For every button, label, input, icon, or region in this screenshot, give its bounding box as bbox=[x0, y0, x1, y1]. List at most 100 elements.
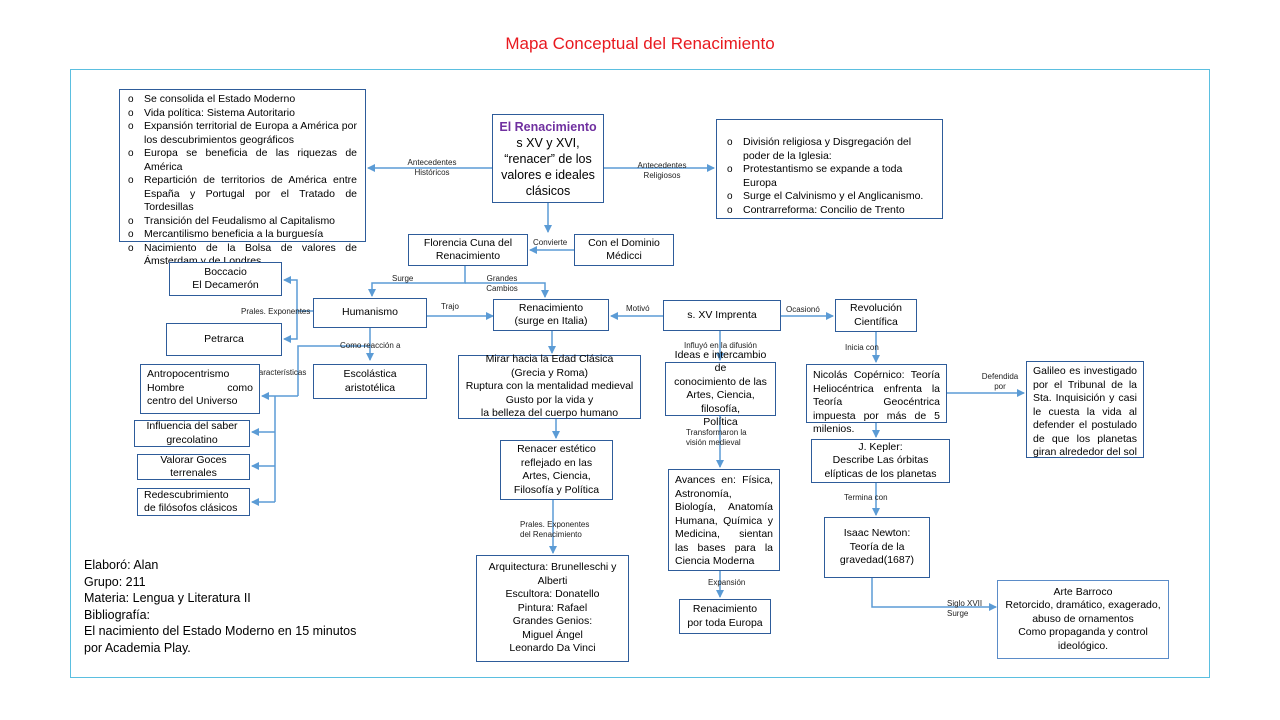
label-line: Grandes bbox=[486, 274, 518, 283]
box-line: Valorar Goces bbox=[160, 453, 227, 466]
box-line: Hombre como bbox=[147, 381, 253, 394]
renacer-estetico-box: Renacer estético reflejado en las Artes,… bbox=[500, 440, 613, 500]
box-line: conocimiento de las bbox=[674, 375, 767, 388]
box-line: terrenales bbox=[170, 467, 217, 479]
medicci-box: Con el Dominio Médicci bbox=[574, 234, 674, 266]
box-line: Científica bbox=[854, 315, 898, 328]
box-line: Antropocentrismo bbox=[147, 368, 230, 380]
label-line: Cambios bbox=[486, 283, 518, 293]
box-line: grecolatino bbox=[166, 433, 218, 446]
line-humanismo-caracteristicas bbox=[297, 345, 370, 396]
list-item: Transición del Feudalismo al Capitalismo bbox=[128, 215, 357, 229]
influencia-box: Influencia del saber grecolatino bbox=[134, 420, 250, 447]
box-line: por toda Europa bbox=[687, 616, 763, 629]
box-line: Gusto por la vida y bbox=[505, 393, 594, 406]
box-line: Alberti bbox=[537, 574, 568, 587]
credits-block: Elaboró: Alan Grupo: 211 Materia: Lengua… bbox=[84, 557, 356, 656]
box-line: de filósofos clásicos bbox=[144, 502, 238, 514]
convierte-label: Convierte bbox=[533, 238, 568, 247]
motivo-label: Motivó bbox=[626, 304, 650, 313]
label-line: Siglo XVII bbox=[947, 599, 983, 608]
surge-label: Surge bbox=[392, 274, 414, 283]
credits-line: Elaboró: Alan bbox=[84, 558, 159, 572]
boccacio-box: Boccacio El Decamerón bbox=[169, 262, 282, 296]
list-item: Repartición de territorios de América en… bbox=[128, 174, 357, 215]
credits-line: Bibliografía: bbox=[84, 607, 151, 622]
avances-box: Avances en: Física, Astronomía, Biología… bbox=[668, 469, 780, 571]
antecedentes-historicos-list: Se consolida el Estado ModernoVida polít… bbox=[126, 93, 357, 269]
center-line: valores e ideales bbox=[501, 167, 595, 182]
box-text: Nicolás Copérnico: Teoría Heliocéntrica … bbox=[813, 369, 940, 435]
list-item: Protestantismo se expande a toda Europa bbox=[727, 163, 934, 190]
page-title: Mapa Conceptual del Renacimiento bbox=[505, 34, 775, 53]
siglo-xvii-label: Siglo XVII Surge bbox=[947, 599, 982, 618]
transformaron-label: Transformaron la visión medieval bbox=[686, 428, 747, 447]
inicia-con-label: Inicia con bbox=[845, 343, 879, 352]
prales-exponentes-label: Prales. Exponentes bbox=[241, 307, 311, 316]
box-line: la belleza del cuerpo humano bbox=[480, 407, 619, 420]
box-line: Retorcido, dramático, exagerado, bbox=[1005, 599, 1161, 612]
arrow-newton-barroco bbox=[871, 578, 997, 611]
termina-con-label: Termina con bbox=[844, 493, 888, 502]
escolastica-box: Escolástica aristotélica bbox=[313, 364, 427, 399]
box-line: Escultora: Donatello bbox=[505, 588, 600, 601]
box-line: Miguel Ángel bbox=[522, 628, 583, 641]
arte-barroco-box: Arte Barroco Retorcido, dramático, exage… bbox=[997, 580, 1169, 659]
box-line: Humanismo bbox=[341, 306, 399, 319]
box-line: Grandes Genios: bbox=[512, 615, 593, 628]
mirar-edad-clasica-box: Mirar hacia la Edad Clásica (Grecia y Ro… bbox=[458, 353, 641, 420]
expansion-label: Expansión bbox=[708, 578, 746, 587]
box-line: Leonardo Da Vinci bbox=[509, 642, 596, 655]
list-item: División religiosa y Disgregación del po… bbox=[727, 136, 934, 163]
box-line: Con el Dominio bbox=[588, 236, 660, 249]
arrow-humanismo-boccacio bbox=[283, 276, 313, 312]
galileo-box: Galileo es investigado por el Tribunal d… bbox=[1026, 361, 1144, 458]
map-frame bbox=[70, 69, 1210, 678]
revolucion-cientifica-box: Revolución Científica bbox=[835, 299, 917, 332]
box-line: elípticas de los planetas bbox=[824, 467, 937, 480]
exponentes-box: Arquitectura: Brunelleschi y Alberti Esc… bbox=[476, 555, 629, 662]
label-line: Históricos bbox=[414, 167, 450, 177]
list-item: Se consolida el Estado Moderno bbox=[128, 93, 357, 107]
imprenta-box: s. XV Imprenta bbox=[663, 300, 781, 331]
box-line: El Decamerón bbox=[192, 279, 259, 291]
antecedentes-religiosos-label: Antecedentes Religiosos bbox=[630, 161, 694, 180]
list-item: Mercantilismo beneficia a la burguesía bbox=[128, 228, 357, 242]
antropocentrismo-box: Antropocentrismo Hombre como centro del … bbox=[140, 364, 260, 414]
florencia-box: Florencia Cuna del Renacimiento bbox=[408, 234, 528, 266]
list-item: Vida política: Sistema Autoritario bbox=[128, 107, 357, 121]
center-line: clásicos bbox=[525, 183, 571, 198]
label-line: Prales. Exponentes bbox=[520, 520, 590, 529]
antecedentes-religiosos-box: División religiosa y Disgregación del po… bbox=[716, 119, 943, 219]
box-text: Avances en: Física, Astronomía, Biología… bbox=[675, 474, 773, 567]
arrow-florencia-renacimiento bbox=[465, 282, 549, 298]
box-line: Artes, Ciencia, bbox=[522, 470, 591, 482]
ideas-box: Ideas e intercambio de conocimiento de l… bbox=[665, 349, 776, 428]
el-renacimiento-box: El Renacimiento s XV y XVI, “renacer” de… bbox=[492, 114, 604, 203]
antecedentes-religiosos-list: División religiosa y Disgregación del po… bbox=[725, 136, 934, 217]
influyo-label: Influyó en la difusión bbox=[684, 341, 757, 350]
box-line: Influencia del saber bbox=[146, 420, 238, 432]
label-line: por bbox=[994, 381, 1006, 391]
box-line: Arte Barroco bbox=[1053, 585, 1113, 598]
como-reaccion-label: Como reacción a bbox=[340, 341, 401, 350]
box-line: Revolución bbox=[850, 302, 902, 314]
goces-box: Valorar Goces terrenales bbox=[137, 454, 250, 480]
box-line: Como propaganda y control bbox=[1018, 626, 1148, 639]
box-line: aristotélica bbox=[344, 381, 396, 394]
box-line: Política bbox=[703, 416, 738, 428]
copernico-box: Nicolás Copérnico: Teoría Heliocéntrica … bbox=[806, 364, 947, 435]
newton-box: Isaac Newton: Teoría de la gravedad(1687… bbox=[824, 517, 930, 578]
credits-line: por Academia Play. bbox=[84, 640, 191, 655]
ocasiono-label: Ocasionó bbox=[786, 305, 820, 314]
label-line: Defendida bbox=[981, 372, 1019, 381]
box-line: Renacimiento bbox=[518, 301, 584, 314]
humanismo-box: Humanismo bbox=[313, 298, 427, 328]
list-item: Surge el Calvinismo y el Anglicanismo. bbox=[727, 190, 934, 204]
box-line: (surge en Italia) bbox=[514, 315, 588, 327]
credits-line: Grupo: 211 bbox=[84, 574, 146, 589]
box-line: Ruptura con la mentalidad medieval bbox=[465, 380, 634, 393]
caracteristicas-label: Características bbox=[253, 368, 307, 377]
